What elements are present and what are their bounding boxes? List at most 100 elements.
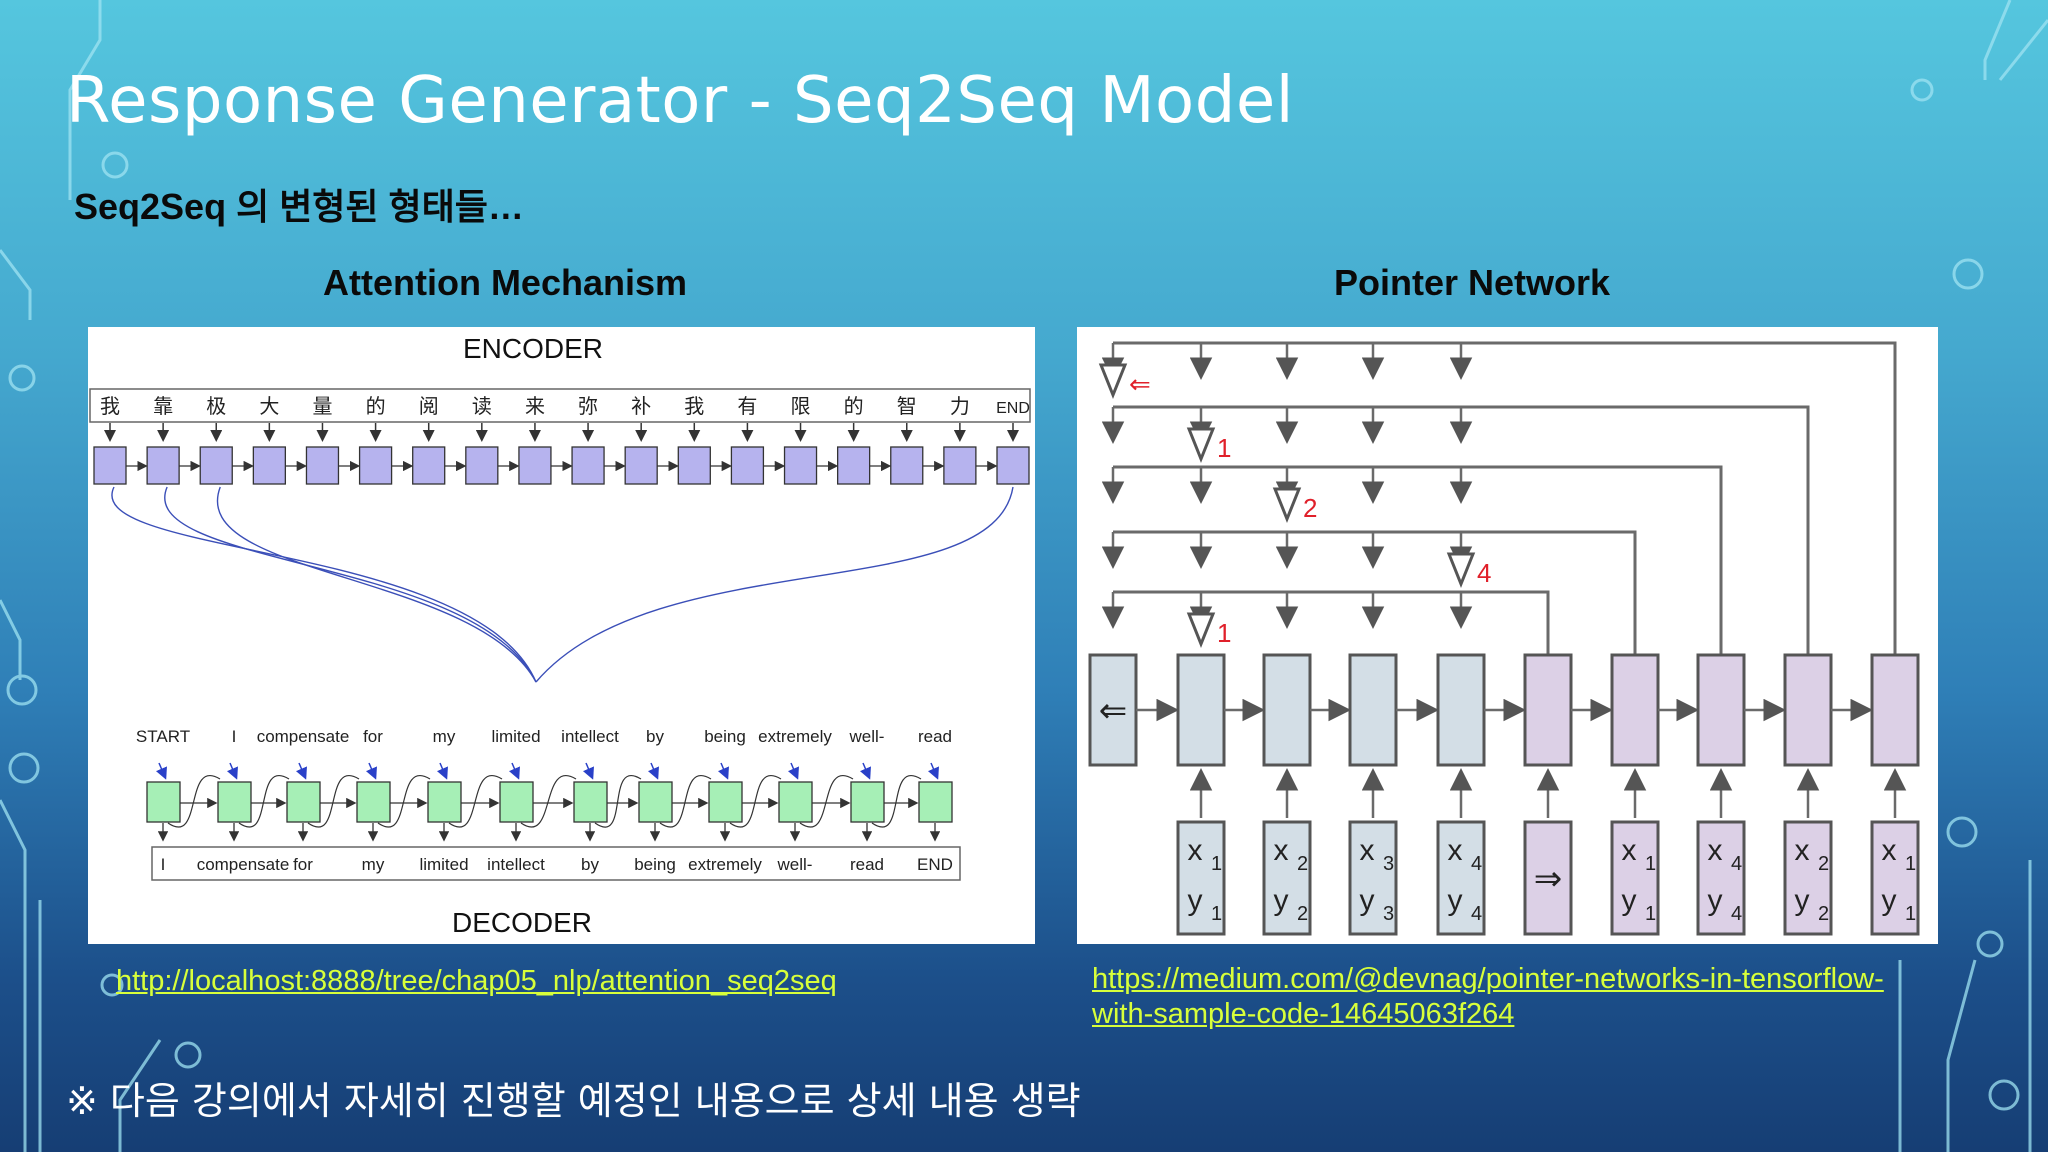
encoder-cell — [412, 446, 446, 485]
pointer-source-link[interactable]: https://medium.com/@devnag/pointer-netwo… — [1092, 963, 1884, 1030]
decoder-input-arrow — [155, 762, 167, 780]
decoder-feedback-curve — [520, 775, 577, 828]
encoder-token: 力 — [950, 395, 970, 418]
input-y-subscript: 2 — [1297, 903, 1308, 925]
encoder-cell — [1348, 653, 1398, 767]
input-x-subscript: 2 — [1297, 853, 1308, 875]
encoder-cell — [1262, 653, 1312, 767]
pointer-mark: 4 — [1477, 558, 1491, 588]
decoder-cell — [573, 781, 608, 823]
input-y-subscript: 4 — [1731, 903, 1742, 925]
input-box — [1523, 820, 1573, 936]
encoder-cell — [358, 446, 393, 485]
pointer-triangle — [1186, 427, 1216, 464]
input-y: y — [1622, 884, 1637, 917]
decoder-cell — [427, 781, 462, 823]
decoder-feedback-curve — [307, 775, 360, 828]
decode-symbol: ⇒ — [1534, 860, 1563, 898]
input-y-subscript: 3 — [1383, 903, 1394, 925]
decoder-input-token: my — [433, 727, 456, 746]
encoder-cell — [199, 446, 233, 485]
encoder-token: 极 — [206, 395, 226, 418]
encoder-cell — [783, 446, 818, 485]
decoder-input-token: being — [704, 727, 746, 746]
encoder-token-strip — [89, 388, 1031, 423]
slide-subtitle: Seq2Seq 의 변형된 형태들… — [74, 186, 524, 227]
feedback-line — [1113, 341, 1897, 655]
input-y: y — [1274, 884, 1289, 917]
input-box — [1870, 820, 1920, 936]
decoder-input-arrow — [859, 762, 871, 780]
encoder-cell — [146, 446, 180, 485]
attention-curve — [535, 486, 1014, 683]
decoder-feedback-curve — [448, 775, 503, 828]
pointer-network-cells: ⇐ — [1088, 653, 1920, 767]
pointer-mark: 2 — [1303, 493, 1317, 523]
decoder-input-arrow — [295, 762, 307, 780]
feedback-line — [1113, 590, 1550, 655]
input-y-subscript: 1 — [1645, 903, 1656, 925]
decoder-cell — [638, 781, 673, 823]
decoder-feedback-curve — [377, 775, 431, 828]
pointer-triangle — [1272, 487, 1302, 524]
decoder-cell — [217, 781, 252, 823]
input-box — [1783, 820, 1833, 936]
pointer-mark: 1 — [1217, 618, 1231, 648]
encoder-cell — [252, 446, 287, 485]
encoder-cell — [943, 446, 977, 485]
decoder-output-token: by — [581, 855, 599, 874]
decoder-feedback-curve — [871, 775, 922, 828]
decoder-cell — [1870, 653, 1920, 767]
decoder-output-strip — [151, 846, 961, 881]
decoder-output-token: extremely — [688, 855, 762, 874]
feedback-line — [1113, 465, 1723, 655]
decoder-feedback-curve — [167, 775, 221, 828]
encoder-cell — [677, 446, 711, 485]
encoder-token: 读 — [472, 395, 492, 418]
attention-curve — [111, 486, 537, 683]
input-box — [1610, 820, 1660, 936]
input-x-subscript: 4 — [1731, 853, 1742, 875]
encoder-cell — [465, 446, 499, 485]
decoder-output-token: I — [161, 855, 166, 874]
encoder-token: 来 — [525, 395, 545, 418]
decoder-cell — [850, 781, 885, 823]
encoder-token: 智 — [897, 395, 917, 418]
input-box — [1176, 820, 1226, 936]
input-y: y — [1882, 884, 1897, 917]
input-x: x — [1795, 834, 1810, 867]
decoder-input-arrow — [717, 762, 729, 780]
input-y-subscript: 1 — [1211, 903, 1222, 925]
attention-curve — [216, 486, 537, 683]
encoder-cell — [730, 446, 765, 485]
input-x: x — [1708, 834, 1723, 867]
encoder-cell — [996, 446, 1030, 485]
input-x-subscript: 1 — [1211, 853, 1222, 875]
input-box — [1348, 820, 1398, 936]
decoder-input-arrow — [647, 762, 659, 780]
encoder-label: ENCODER — [463, 333, 603, 364]
decoder-output-token: limited — [419, 855, 468, 874]
decoder-feedback-curve — [729, 775, 782, 828]
attention-heading: Attention Mechanism — [322, 262, 688, 303]
encoder-cell — [1436, 653, 1486, 767]
input-box — [1436, 820, 1486, 936]
encoder-cell — [93, 446, 127, 485]
attention-source-link[interactable]: http://localhost:8888/tree/chap05_nlp/at… — [116, 965, 837, 997]
pointer-mark: ⇐ — [1129, 369, 1151, 399]
decoder-input-token: compensate — [257, 727, 350, 746]
decoder-feedback-curve — [799, 775, 854, 828]
footnote: ※ 다음 강의에서 자세히 진행할 예정인 내용으로 상세 내용 생략 — [66, 1079, 1081, 1123]
encoder-token: 弥 — [578, 395, 598, 418]
decoder-feedback-curve — [594, 775, 642, 828]
decoder-input-token: for — [363, 727, 383, 746]
encoder-cell — [624, 446, 658, 485]
decoder-cell — [499, 781, 534, 823]
pointer-heading: Pointer Network — [1333, 262, 1611, 303]
slide-title: Response Generator - Seq2Seq Model — [66, 64, 1294, 138]
encoder-cell — [836, 446, 871, 485]
